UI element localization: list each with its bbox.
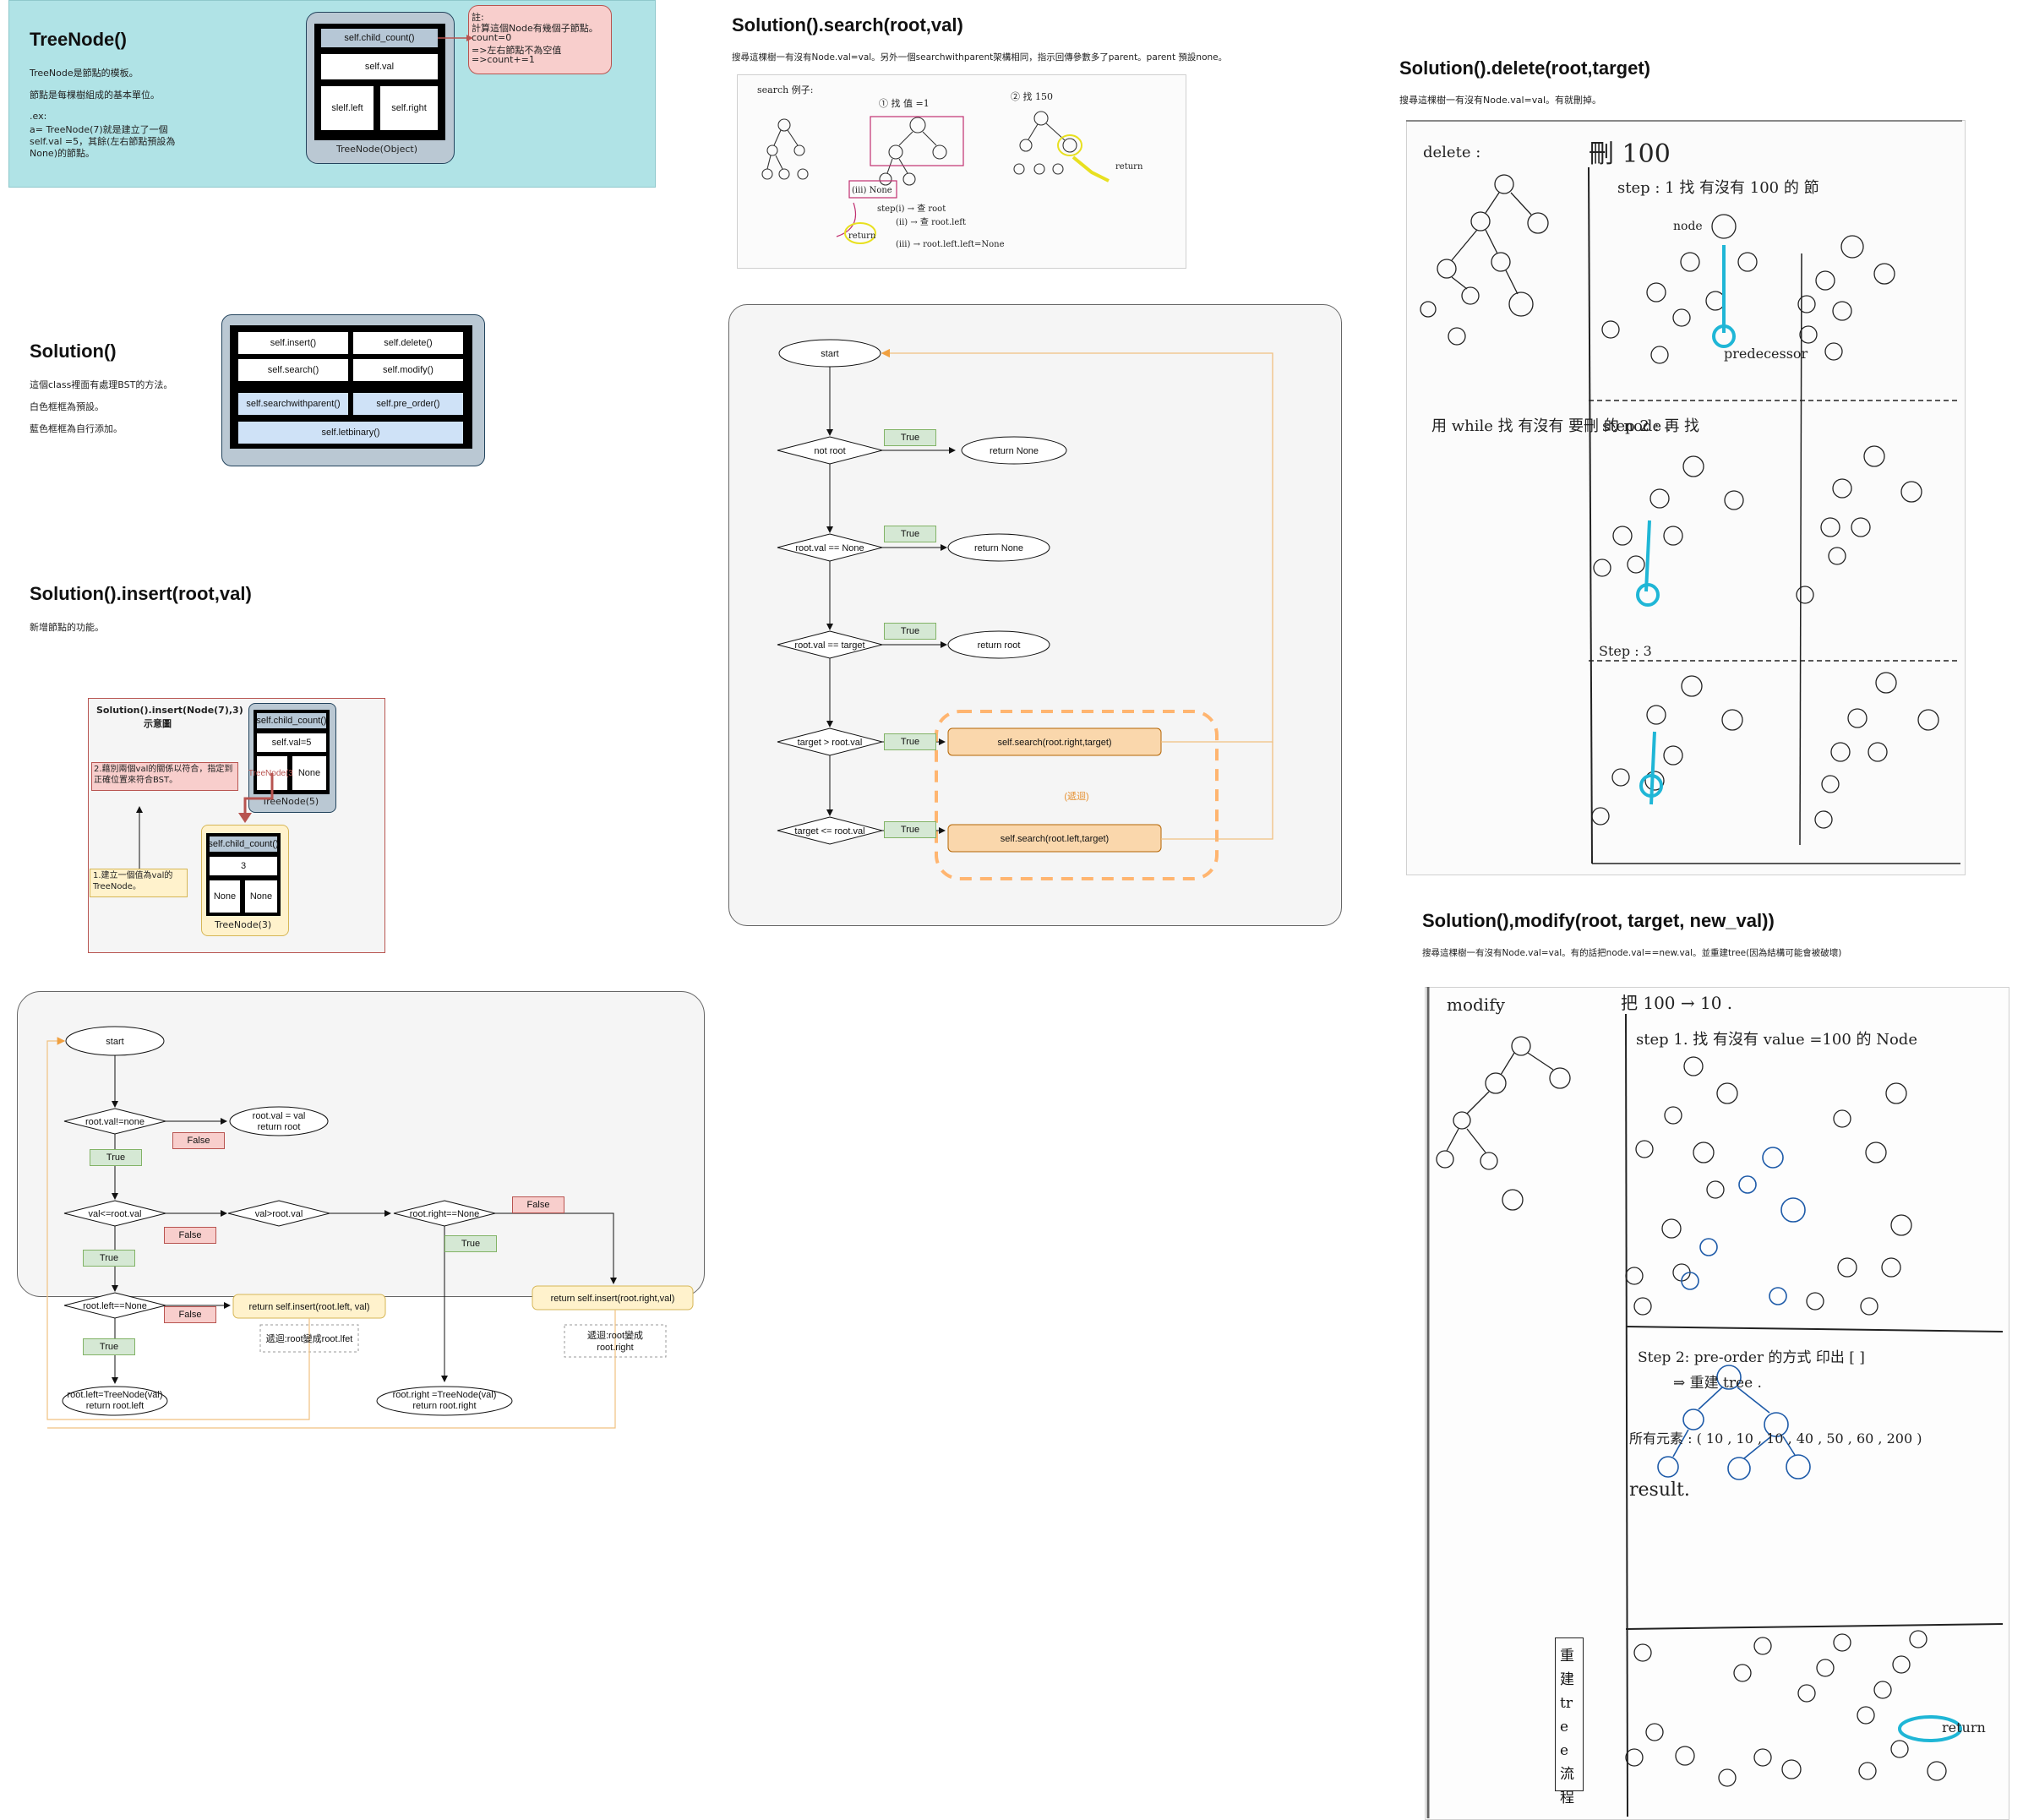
node5-val: self.val=5	[257, 733, 326, 752]
node3-val: 3	[210, 857, 277, 875]
modify-title: Solution(),modify(root, target, new_val)…	[1422, 910, 1775, 931]
ins-end-right-1: root.right =TreeNode(val)	[393, 1390, 497, 1400]
node5-caption: TreeNode(5)	[262, 796, 319, 807]
delete-desc: 搜尋這棵樹一有沒有Node.val=val。有就刪掉。	[1399, 95, 1602, 106]
ins-false-2: False	[164, 1227, 216, 1244]
search-flowchart-panel	[728, 304, 1342, 926]
treenode-child-count: self.child_count()	[321, 29, 438, 47]
insert-demo-title-2: 示意圖	[144, 718, 172, 729]
insert-demo-title-1: Solution().insert(Node(7),3)	[96, 705, 243, 716]
ins-true-3: True	[444, 1235, 497, 1252]
srch-true-2: True	[884, 526, 936, 542]
ins-end-left-2: return root.left	[86, 1401, 144, 1411]
ins-true-2: True	[83, 1250, 135, 1267]
treenode-note-5: =>count+=1	[472, 54, 535, 65]
ins-note-left: 遞迴:root變成root.lfet	[266, 1332, 353, 1344]
solution-desc-1: 這個class裡面有處理BST的方法。	[30, 379, 173, 390]
treenode-note-4: =>左右節點不為空值	[472, 45, 562, 56]
treenode-ex-2: a= TreeNode(7)就是建立了一個	[30, 124, 168, 135]
treenode-note-2: 計算這個Node有幾個子節點。	[472, 23, 598, 34]
srch-true-5: True	[884, 821, 936, 838]
srch-true-4: True	[884, 733, 936, 750]
modify-desc: 搜尋這棵樹一有沒有Node.val=val。有的話把node.val==new.…	[1422, 948, 1842, 958]
ins-end-left-1: root.left=TreeNode(val)	[67, 1390, 162, 1400]
ins-true-4: True	[83, 1338, 135, 1355]
node3-left: None	[210, 880, 240, 913]
treenode-note-box	[468, 5, 612, 74]
treenode-desc-1: TreeNode是節點的模板。	[30, 68, 139, 79]
delete-title: Solution().delete(root,target)	[1399, 57, 1650, 79]
node3-child: self.child_count()	[208, 836, 279, 852]
node5-left: TreeNode(3)	[248, 756, 296, 790]
treenode-right: self.right	[380, 86, 438, 130]
modify-sketch	[1425, 987, 2009, 1820]
method-modify: self.modify()	[353, 359, 463, 381]
method-search: self.search()	[238, 359, 348, 381]
insert-step2-box	[91, 762, 238, 791]
solution-desc-3: 藍色框框為自行添加。	[30, 423, 123, 434]
ins-d5: root.left==None	[83, 1301, 147, 1311]
ins-ret-left: return self.insert(root.left, val)	[248, 1302, 369, 1312]
solution-title: Solution()	[30, 341, 117, 362]
treenode-title: TreeNode()	[30, 29, 127, 50]
treenode-ex-1: .ex:	[30, 111, 47, 122]
modify-side-label: 重建tree流程	[1560, 1648, 1574, 1806]
treenode-left: slelf.left	[321, 86, 374, 130]
solution-desc-2: 白色框框為預設。	[30, 401, 104, 412]
node5-right: None	[292, 756, 326, 790]
method-searchwithparent: self.searchwithparent()	[238, 393, 348, 415]
node5-child: self.child_count()	[256, 713, 327, 728]
treenode-ex-4: None)的節點。	[30, 148, 95, 159]
srch-true-1: True	[884, 429, 936, 446]
modify-side-label-box	[1555, 1637, 1584, 1791]
insert-step2: 2.藉別兩個val的關係以符合，指定到正確位置來符合BST。	[94, 765, 233, 785]
method-pre-order: self.pre_order()	[353, 393, 463, 415]
search-title: Solution().search(root,val)	[732, 14, 963, 35]
ins-note-right-1: 遞迴:root變成	[587, 1329, 643, 1341]
treenode-caption: TreeNode(Object)	[336, 144, 418, 155]
delete-sketch	[1406, 120, 1966, 875]
insert-step1-box	[90, 869, 188, 897]
method-letbinary: self.letbinary()	[238, 422, 463, 444]
method-insert: self.insert()	[238, 332, 348, 354]
treenode-note-3: count=0	[472, 32, 512, 43]
insert-step1: 1.建立一個值為val的TreeNode。	[93, 871, 173, 891]
method-delete: self.delete()	[353, 332, 463, 354]
insert-desc: 新增節點的功能。	[30, 622, 104, 633]
treenode-desc-2: 節點是每棵樹組成的基本單位。	[30, 90, 160, 101]
insert-title: Solution().insert(root,val)	[30, 583, 252, 604]
ins-false-1: False	[172, 1132, 225, 1149]
ins-false-4: False	[164, 1306, 216, 1323]
search-desc: 搜尋這棵樹一有沒有Node.val=val。另外一個searchwithpare…	[732, 52, 1228, 63]
treenode-note-1: 註:	[472, 12, 484, 23]
treenode-ex-3: self.val =5，其餘(左右節點預設為	[30, 136, 176, 147]
node3-caption: TreeNode(3)	[215, 919, 272, 930]
node3-right: None	[245, 880, 277, 913]
srch-true-3: True	[884, 623, 936, 640]
treenode-val: self.val	[321, 54, 438, 79]
ins-false-3: False	[512, 1196, 564, 1213]
ins-note-right-2: root.right	[597, 1343, 633, 1353]
search-sketch	[737, 74, 1186, 269]
ins-end-right-2: return root.right	[412, 1401, 476, 1411]
ins-true-1: True	[90, 1149, 142, 1166]
